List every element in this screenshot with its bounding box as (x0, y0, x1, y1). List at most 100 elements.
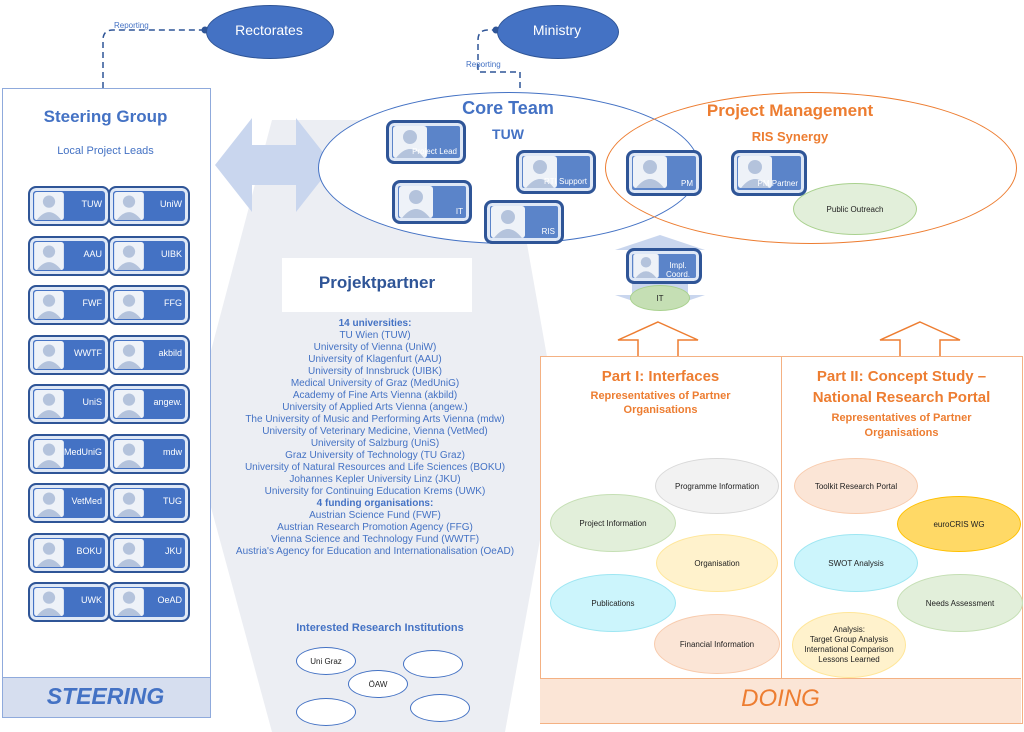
part2-title-line1: Part II: Concept Study – (816, 368, 987, 385)
project-management-org: RIS Synergy (751, 129, 829, 144)
person-icon (633, 156, 667, 188)
partner-list-item: Graz University of Technology (TU Graz) (285, 450, 465, 461)
role-label-it: IT (455, 207, 463, 216)
interested-empty-2 (296, 698, 356, 726)
partner-list: 14 universities:TU Wien (TUW) University … (190, 318, 560, 558)
core-team-title: Core Team (462, 98, 554, 118)
core-team-org: TUW (492, 126, 524, 142)
partner-list-item: Austria's Agency for Education and Inter… (235, 546, 515, 557)
interested-empty-3 (410, 694, 470, 722)
public-outreach-label: Public Outreach (826, 204, 884, 214)
partner-list-item: University of Innsbruck (UIBK) (308, 366, 442, 377)
steering-member-label: BOKU (76, 545, 102, 556)
doing-band (540, 678, 1021, 723)
topic-label: Organisation (694, 558, 740, 568)
steering-member-card: AAU (28, 235, 110, 276)
person-icon (34, 291, 64, 319)
steering-member-card: UniW (108, 186, 190, 226)
partner-list-item: University of Veterinary Medicine, Vienn… (262, 426, 488, 437)
person-icon (114, 390, 144, 418)
public-outreach-bubble: Public Outreach (793, 183, 917, 235)
person-icon (738, 156, 772, 188)
topic-financial-information: Financial Information (654, 614, 780, 674)
steering-member-card: BOKU (28, 532, 110, 573)
rectorates-node (206, 5, 334, 59)
person-icon (34, 439, 64, 468)
topic-programme-information: Programme Information (655, 458, 779, 514)
topic-label: euroCRIS WG (933, 519, 985, 529)
doing-footer: DOING (741, 685, 820, 712)
steering-group-subtitle: Local Project Leads (57, 145, 154, 157)
projektpartner-title-box (282, 258, 472, 312)
analysis-line: Analysis: (832, 625, 865, 634)
person-icon (114, 538, 144, 567)
impl-it-label: IT (656, 293, 664, 303)
steering-member-card: UWK (28, 582, 110, 622)
part1-subtitle-line1: Representatives of Partner (590, 390, 731, 402)
person-icon (114, 588, 144, 616)
steering-member-label: UniS (82, 397, 102, 407)
person-icon (114, 439, 144, 468)
interested-empty-1 (403, 650, 463, 678)
partner-list-header: 14 universities: (338, 318, 412, 329)
part1-title: Part I: Interfaces (601, 368, 720, 385)
project-management-title: Project Management (706, 101, 874, 120)
partner-list-item: University for Continuing Education Krem… (264, 486, 486, 497)
person-icon (34, 489, 64, 517)
steering-member-card: FFG (108, 285, 190, 325)
steering-member-label: WWTF (74, 347, 102, 358)
steering-member-label: MedUniG (63, 446, 102, 457)
steering-member-card: akbild (108, 334, 190, 375)
steering-member-card: TUW (28, 186, 110, 226)
projektpartner-title: Projektpartner (318, 273, 436, 292)
role-label-pm-partner: PM Partner (757, 179, 798, 188)
topic-organisation: Organisation (656, 534, 778, 592)
partner-list-item: TU Wien (TUW) (339, 330, 411, 341)
role-label-ris: RIS (541, 227, 555, 236)
person-icon (34, 390, 64, 418)
steering-member-card: angew. (108, 384, 190, 424)
analysis-line: Target Group Analysis (809, 635, 889, 644)
part1-up-arrow (617, 321, 699, 359)
steering-member-label: VetMed (71, 496, 102, 506)
role-label-project-lead: Project Lead (412, 147, 457, 156)
impl-it-bubble: IT (630, 285, 690, 311)
steering-member-card: UIBK (108, 235, 190, 276)
analysis-line: Lessons Learned (818, 655, 880, 664)
role-label-rti-support: RTI Support (544, 177, 587, 186)
person-icon (114, 241, 144, 270)
person-icon (633, 254, 659, 278)
topic-analysis: Analysis: Target Group Analysis Internat… (792, 612, 906, 678)
topic-toolkit-research-portal: Toolkit Research Portal (794, 458, 918, 514)
interested-institutions-title: Interested Research Institutions (296, 622, 464, 634)
interested-oeaw-label: ÖAW (368, 679, 388, 689)
steering-member-label: UniW (160, 199, 182, 209)
steering-core-arrow (215, 118, 333, 212)
role-label-pm: PM (681, 179, 693, 188)
person-icon (34, 588, 64, 616)
steering-member-label: FWF (82, 298, 103, 308)
topic-label: Project Information (579, 518, 647, 528)
steering-member-card: mdw (108, 433, 190, 474)
steering-member-card: MedUniG (28, 433, 110, 474)
person-icon (491, 206, 525, 238)
topic-label: Publications (591, 598, 635, 608)
steering-member-card: VetMed (28, 483, 110, 523)
reporting-label-right: Reporting (466, 60, 501, 69)
person-icon (393, 126, 427, 158)
steering-member-card: OeAD (108, 582, 190, 622)
person-icon (34, 340, 64, 369)
topic-label: Toolkit Research Portal (814, 481, 898, 491)
person-icon (34, 192, 64, 220)
person-icon (34, 538, 64, 567)
partner-list-item: University of Salzburg (UniS) (310, 438, 440, 449)
topic-eurocris-wg: euroCRIS WG (897, 496, 1021, 552)
role-card-pm-partner: PM Partner (731, 150, 807, 196)
steering-member-card: UniS (28, 384, 110, 424)
person-icon (34, 241, 64, 270)
topic-project-information: Project Information (550, 494, 676, 552)
steering-member-label: AAU (83, 248, 102, 259)
steering-member-label: TUG (163, 496, 182, 506)
reporting-line-left (102, 29, 205, 88)
part2-title-line2: National Research Portal (812, 389, 991, 406)
